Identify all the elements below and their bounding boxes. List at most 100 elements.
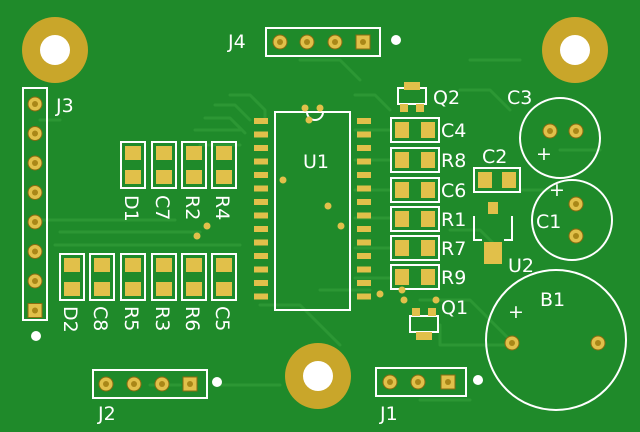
via <box>301 104 309 112</box>
smd-pad <box>156 170 172 184</box>
pad-drill <box>415 379 421 385</box>
smd-outline-d2 <box>59 253 85 301</box>
label-d1: D1 <box>120 195 142 222</box>
pad-drill <box>103 381 109 387</box>
u1-pad <box>357 199 371 205</box>
smd-pad <box>421 152 435 168</box>
u1-pad <box>357 212 371 219</box>
pad-drill <box>32 160 38 166</box>
smd-pad <box>186 282 202 296</box>
mounting-holes <box>22 17 608 409</box>
label-u2: U2 <box>508 255 534 277</box>
smd-pad <box>404 82 420 90</box>
smd-outline-r4 <box>211 141 237 189</box>
smd-pad <box>216 170 232 184</box>
pad-drill <box>277 39 283 45</box>
label-b1: B1 <box>540 289 565 311</box>
u1-pad <box>254 185 268 192</box>
smd-pad <box>421 182 435 198</box>
smd-outline-c2 <box>473 167 521 193</box>
label-r2: R2 <box>181 195 203 220</box>
mounting-hole-drill <box>303 361 333 391</box>
via <box>279 176 287 184</box>
pad-drill <box>32 219 38 225</box>
u1-pad <box>254 158 268 165</box>
smd-outline-r7 <box>390 235 440 261</box>
u1-pad <box>254 239 268 246</box>
ic-u1-notch <box>306 111 324 121</box>
pad-drill <box>159 381 165 387</box>
pad-drill <box>573 128 579 134</box>
smd-pad <box>484 242 502 264</box>
regulator-u2-outline <box>473 216 513 241</box>
label-c1: C1 <box>536 211 561 233</box>
smd-pad <box>186 146 202 160</box>
u1-pad <box>357 253 371 259</box>
component-pads <box>27 34 606 392</box>
smd-pad <box>216 146 232 160</box>
u1-pad <box>254 131 268 138</box>
u1-pad <box>254 199 268 205</box>
u1-pad <box>254 266 268 273</box>
label-q2: Q2 <box>433 87 460 109</box>
smd-pad <box>395 240 409 256</box>
smd-pad <box>478 172 492 188</box>
label-u1: U1 <box>303 151 329 173</box>
smd-outline-d1 <box>120 141 146 189</box>
smd-outline-c6 <box>390 177 440 203</box>
smd-outline-c5 <box>211 253 237 301</box>
smd-pad <box>502 172 516 188</box>
via <box>193 232 201 240</box>
pad-drill <box>509 340 515 346</box>
smd-outline-r8 <box>390 147 440 173</box>
pad-drill <box>332 39 338 45</box>
pad-drill <box>595 340 601 346</box>
smd-outline-r2 <box>181 141 207 189</box>
smd-pad <box>216 282 232 296</box>
label-r5: R5 <box>120 306 142 331</box>
connector-j4-outline <box>265 27 381 57</box>
via <box>432 296 440 304</box>
u1-pad <box>357 145 371 151</box>
pin1-marker <box>391 35 401 45</box>
label-r4: R4 <box>211 195 233 220</box>
smd-pad <box>421 211 435 227</box>
pad-drill <box>187 381 193 387</box>
u1-pad <box>254 253 268 259</box>
pin1-marker <box>473 375 483 385</box>
smd-outline-r5 <box>120 253 146 301</box>
smd-pad <box>428 308 436 316</box>
via <box>305 116 313 124</box>
pad-drill <box>360 39 366 45</box>
u1-pad <box>254 172 268 178</box>
u1-pad <box>357 118 371 124</box>
smd-pad <box>156 258 172 272</box>
smd-pad <box>488 202 498 214</box>
pin1-marker <box>212 377 222 387</box>
smd-outline-r9 <box>390 264 440 290</box>
smd-pad <box>412 308 420 316</box>
label-j2: J2 <box>97 403 116 425</box>
via <box>398 286 406 294</box>
smd-pad <box>64 258 80 272</box>
battery-b1-outline <box>485 269 627 411</box>
pad-drill <box>32 130 38 137</box>
label-j4: J4 <box>227 31 246 53</box>
u1-pad <box>357 172 371 178</box>
u1-pad <box>254 212 268 219</box>
u1-pad <box>357 158 371 165</box>
pad-drill <box>32 278 38 284</box>
smd-pad <box>94 258 110 272</box>
connector-j2-outline <box>92 369 208 399</box>
smd-outline-r3 <box>151 253 177 301</box>
label-c3: C3 <box>507 87 532 109</box>
smd-pad <box>125 258 141 272</box>
pad-drill <box>32 101 38 107</box>
pad-drill <box>445 379 451 385</box>
smd-outline-c4 <box>390 117 440 143</box>
smd-pad <box>416 104 424 112</box>
pad-drill <box>32 189 38 196</box>
label-r8: R8 <box>441 150 466 172</box>
